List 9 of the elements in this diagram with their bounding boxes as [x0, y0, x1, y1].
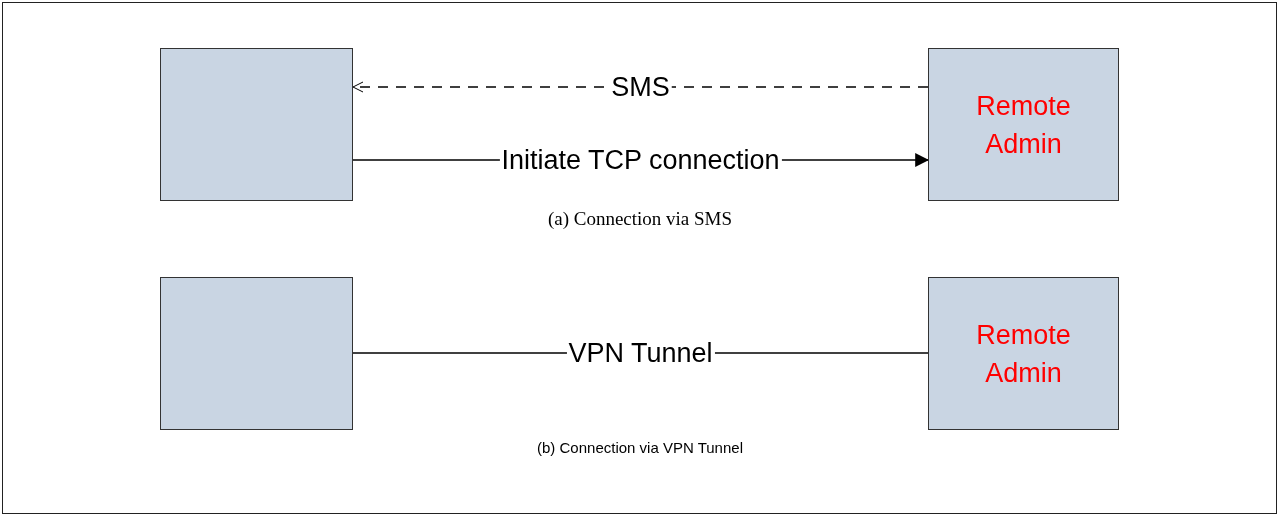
dashed-arrow: [352, 81, 929, 93]
node-label: Remote Admin: [975, 318, 1072, 390]
device-box: [160, 277, 353, 430]
node-label: Remote Admin: [975, 89, 1072, 161]
caption: (a) Connection via SMS: [547, 208, 733, 230]
device-box: [928, 277, 1119, 430]
caption: (b) Connection via VPN Tunnel: [537, 439, 743, 456]
device-box: [160, 48, 353, 201]
device-box: [928, 48, 1119, 201]
